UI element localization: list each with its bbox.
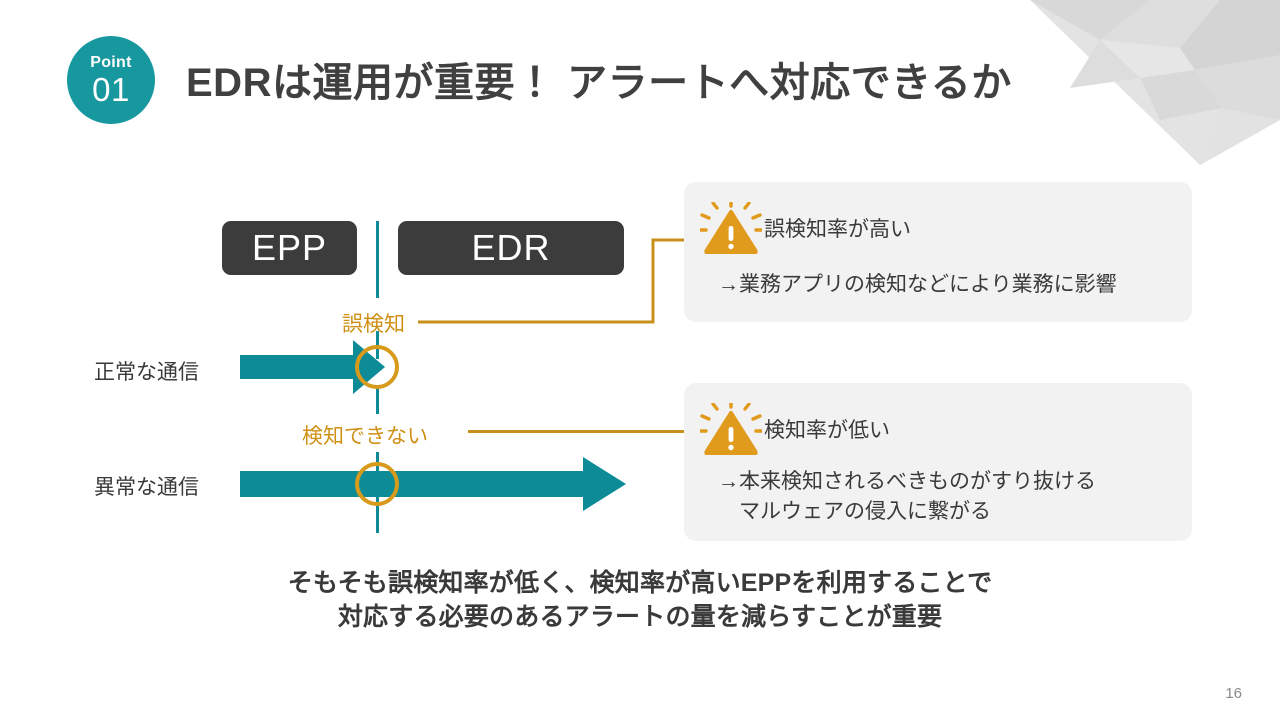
arrow-abnormal-traffic xyxy=(240,457,626,511)
page-number: 16 xyxy=(1225,685,1242,702)
point-badge-number: 01 xyxy=(92,70,130,108)
callout-heading-text: 検知率が低い xyxy=(764,419,890,442)
callout-heading-row: 誤検知率が高い xyxy=(700,202,911,254)
connector-line-not-detected xyxy=(468,430,686,433)
warning-triangle-icon xyxy=(700,202,762,254)
flow-label-normal: 正常な通信 xyxy=(94,361,199,384)
callout-false-positive-rate: 誤検知率が高い →業務アプリの検知などにより業務に影響 xyxy=(684,182,1192,322)
product-box-epp: EPP xyxy=(222,221,357,275)
corner-decoration-graphic xyxy=(1030,0,1280,165)
connector-line-false-positive xyxy=(418,238,693,324)
ring-marker-false-positive xyxy=(355,345,399,389)
arrow-normal-traffic xyxy=(240,340,385,394)
callout-body: →業務アプリの検知などにより業務に影響 xyxy=(718,270,1117,300)
product-box-edr: EDR xyxy=(398,221,624,275)
callout-body-line-1: →本来検知されるべきものがすり抜ける xyxy=(718,470,1096,493)
summary-line-2: 対応する必要のあるアラートの量を減らすことが重要 xyxy=(337,603,943,631)
divider-line-segment xyxy=(376,388,379,414)
point-badge: Point 01 xyxy=(67,36,155,124)
divider-line-segment xyxy=(376,497,379,533)
callout-heading-row: 検知率が低い xyxy=(700,403,890,455)
callout-body: →本来検知されるべきものがすり抜ける マルウェアの侵入に繋がる xyxy=(718,467,1096,527)
ring-marker-not-detected xyxy=(355,462,399,506)
flow-label-abnormal: 異常な通信 xyxy=(94,476,199,499)
summary-text: そもそも誤検知率が低く、検知率が高いEPPを利用することで 対応する必要のあるア… xyxy=(0,566,1280,634)
point-badge-word: Point xyxy=(90,53,132,71)
callout-body-line-1: →業務アプリの検知などにより業務に影響 xyxy=(718,273,1117,296)
callout-detection-rate: 検知率が低い →本来検知されるべきものがすり抜ける マルウェアの侵入に繋がる xyxy=(684,383,1192,541)
callout-heading-text: 誤検知率が高い xyxy=(764,218,911,241)
callout-body-line-2: マルウェアの侵入に繋がる xyxy=(739,499,991,523)
marker-label-false-positive: 誤検知 xyxy=(342,313,405,336)
divider-line-segment xyxy=(376,221,379,298)
summary-line-1: そもそも誤検知率が低く、検知率が高いEPPを利用することで xyxy=(287,569,993,597)
warning-triangle-icon xyxy=(700,403,762,455)
page-title: EDRは運用が重要！ アラートへ対応できるか xyxy=(186,61,1012,105)
marker-label-not-detected: 検知できない xyxy=(302,425,428,448)
